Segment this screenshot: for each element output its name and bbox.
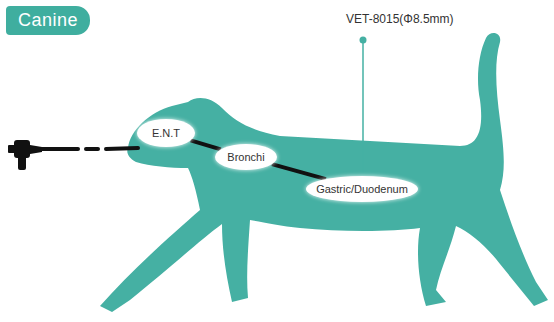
region-label: E.N.T	[152, 127, 180, 139]
endoscope-handle	[8, 140, 42, 170]
region-label: Gastric/Duodenum	[316, 183, 408, 195]
leader-line	[360, 37, 367, 174]
region-ellipse: Gastric/Duodenum	[306, 176, 418, 202]
region-label: Bronchi	[227, 151, 264, 163]
dog-silhouette	[100, 33, 548, 312]
endoscope-cable	[42, 148, 138, 149]
region-ellipse: Bronchi	[215, 144, 277, 170]
endoscope-path	[272, 164, 326, 179]
tab-label: Canine	[18, 10, 78, 31]
category-tab: Canine	[6, 6, 90, 35]
model-label: VET-8015(Φ8.5mm)	[344, 12, 456, 26]
region-ellipse: E.N.T	[137, 119, 195, 147]
endoscope-path	[191, 140, 221, 149]
